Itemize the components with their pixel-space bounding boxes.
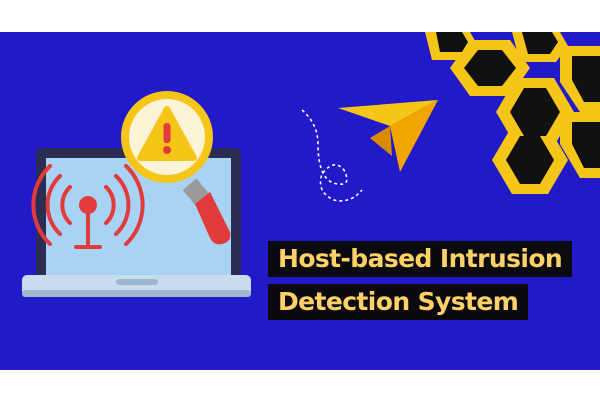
laptop-icon — [22, 148, 251, 297]
honeycomb-pattern — [425, 32, 600, 194]
banner: Host-based Intrusion Detection System — [0, 32, 600, 370]
magnifier-warning-icon — [121, 91, 231, 245]
banner-illustration — [22, 32, 600, 297]
paper-plane-icon — [301, 100, 438, 202]
wifi-antenna-icon — [31, 164, 145, 249]
title-line-2: Detection System — [268, 284, 529, 320]
title-line-1: Host-based Intrusion — [268, 241, 573, 277]
